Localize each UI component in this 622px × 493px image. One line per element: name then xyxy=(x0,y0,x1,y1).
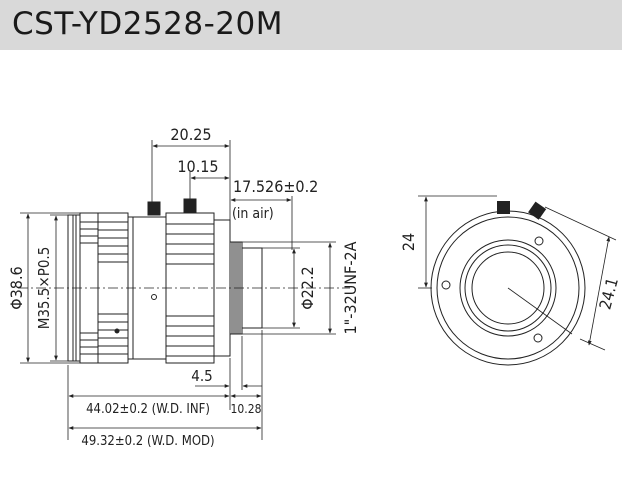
front-screw-bottom xyxy=(533,333,543,343)
angled-lock-screw xyxy=(528,201,547,220)
front-screw-top xyxy=(534,236,544,246)
barrel-screw xyxy=(151,294,157,300)
iris-ring-grip xyxy=(166,223,214,357)
front-screw-left xyxy=(441,280,451,290)
front-knurl xyxy=(80,221,98,355)
dim-49-32: 49.32±0.2 (W.D. MOD) xyxy=(81,434,214,449)
dim-m35-5: M35.5×P0.5 xyxy=(35,247,53,330)
dim-10-28: 10.28 xyxy=(231,402,262,416)
dim-20-25: 20.25 xyxy=(170,125,211,144)
dim-10-15: 10.15 xyxy=(177,157,218,176)
dim-phi-38-6: Φ38.6 xyxy=(7,266,26,309)
side-view xyxy=(18,198,350,364)
dim-unf: 1"-32UNF-2A xyxy=(341,241,360,334)
lens-housing-edge xyxy=(464,244,552,332)
title-bar: CST-YD2528-20M xyxy=(0,0,622,50)
dim-24-1: 24.1 xyxy=(595,276,622,312)
focus-lock-screw xyxy=(147,201,161,216)
lens-housing xyxy=(459,239,557,337)
outer-ring-inner-edge xyxy=(436,216,580,360)
dim-4-5: 4.5 xyxy=(191,367,212,385)
iris-lock-screw xyxy=(183,198,197,214)
page-title: CST-YD2528-20M xyxy=(12,6,283,42)
dim-in-air: (in air) xyxy=(232,206,274,222)
front-dimensions xyxy=(418,195,617,351)
top-lock-screw xyxy=(497,201,510,214)
dim-44-02: 44.02±0.2 (W.D. INF) xyxy=(86,402,210,417)
side-dimensions xyxy=(20,140,336,440)
dim-17-526: 17.526±0.2 xyxy=(233,177,318,196)
focus-ring-grip xyxy=(98,221,128,355)
radial-line xyxy=(507,287,573,335)
dim-24: 24 xyxy=(399,233,418,251)
dim-phi-22-2: Φ22.2 xyxy=(298,266,317,309)
focus-ring-screw xyxy=(114,328,120,334)
lens-glass xyxy=(471,251,545,325)
front-view xyxy=(430,201,586,366)
